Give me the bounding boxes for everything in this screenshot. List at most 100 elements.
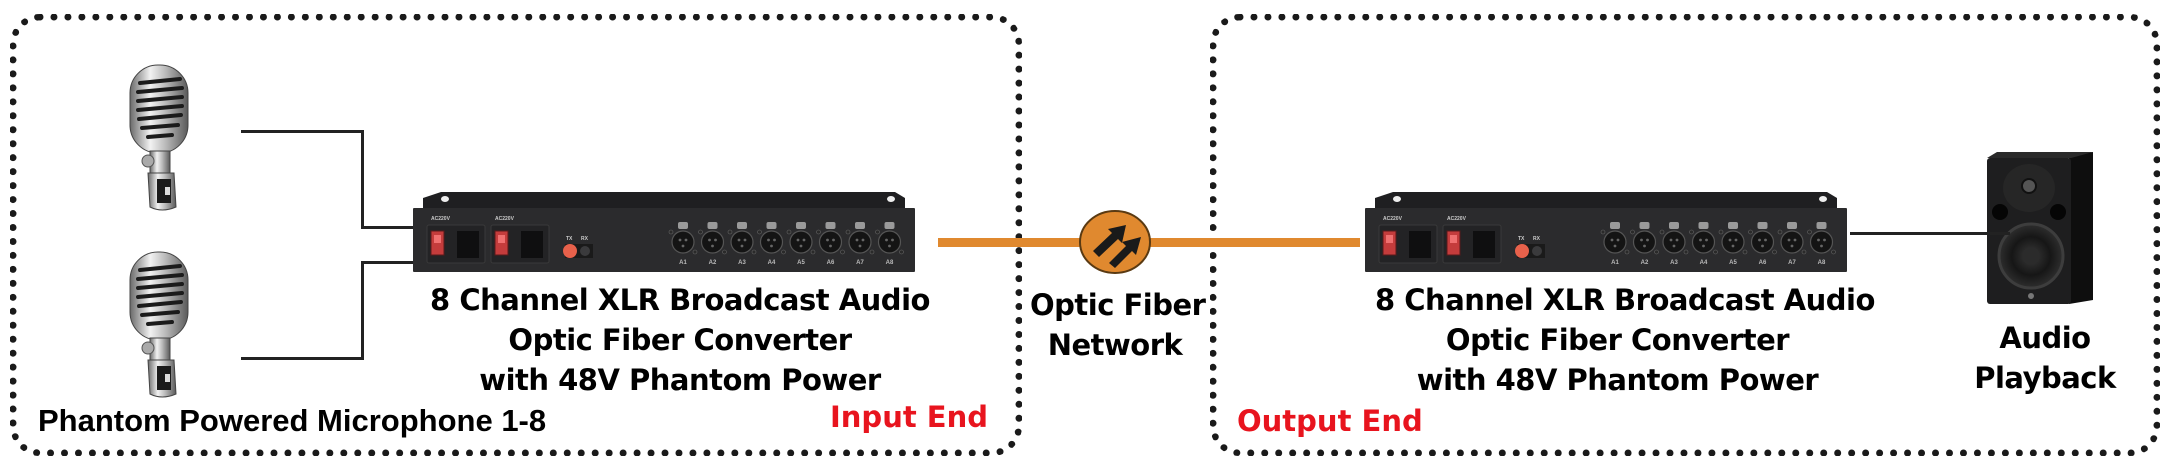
xlr-pin — [1817, 238, 1820, 242]
xlr-pin — [1616, 238, 1620, 242]
input-end-group — [10, 14, 1022, 456]
xlr-screw — [1831, 249, 1836, 255]
xlr-connector — [818, 230, 843, 254]
speaker-icon — [1987, 152, 2093, 304]
xlr-latch — [1757, 222, 1768, 229]
rx-label: RX — [1533, 236, 1541, 242]
xlr-pin — [1672, 244, 1676, 248]
channel-label: A4 — [768, 260, 776, 266]
device-top-plate — [1375, 192, 1837, 210]
xlr-screw — [1718, 229, 1724, 235]
input-device-label: 8 Channel XLR Broadcast Audio Optic Fibe… — [425, 280, 935, 400]
xlr-screw — [698, 229, 703, 235]
xlr-screw — [875, 229, 880, 235]
xlr-screw — [1689, 229, 1694, 235]
xlr-pin — [1705, 238, 1708, 242]
xlr-pin — [681, 244, 685, 248]
xlr-screw — [810, 249, 816, 255]
xlr-screw — [757, 229, 762, 235]
channel-label: A4 — [1700, 260, 1708, 266]
channel-label: A8 — [886, 260, 894, 266]
power-switch-rocker — [498, 235, 505, 243]
xlr-screw — [1801, 249, 1807, 255]
xlr-latch — [1698, 222, 1709, 229]
rx-fiber-port — [580, 246, 590, 256]
psu-label: AC220V — [1447, 216, 1467, 222]
xlr-pin — [861, 238, 865, 242]
xlr-screw — [1659, 229, 1665, 235]
xlr-connector — [759, 230, 784, 254]
xlr-pin — [891, 238, 894, 242]
xlr-latch — [1669, 222, 1679, 229]
xlr-connector — [1691, 230, 1716, 254]
xlr-pin — [708, 238, 711, 242]
output-device-label-line-3: with 48V Phantom Power — [1416, 363, 1819, 397]
xlr-pin — [855, 238, 859, 242]
xlr-screw — [751, 249, 757, 255]
xlr-pin — [826, 238, 829, 242]
microphone-caption: Phantom Powered Microphone 1-8 — [38, 403, 547, 438]
mount-hole — [441, 196, 449, 202]
channel-label: A1 — [1611, 260, 1619, 266]
tx-label: TX — [1518, 236, 1525, 242]
xlr-pin — [1702, 244, 1705, 248]
network-label-line-1: Optic Fiber — [1030, 288, 1206, 322]
psu-label: AC220V — [1383, 216, 1403, 222]
power-switch-rocker — [434, 235, 441, 243]
xlr-pin — [1793, 238, 1797, 242]
xlr-screw — [845, 229, 851, 235]
xlr-screw — [1807, 229, 1812, 235]
xlr-pin — [1728, 238, 1732, 242]
output-to-speaker-wire — [1850, 232, 2010, 235]
xlr-pin — [1761, 244, 1764, 248]
xlr-pin — [1669, 238, 1673, 242]
tx-fiber-port — [1515, 244, 1529, 258]
xlr-pin — [1640, 238, 1643, 242]
xlr-pin — [1731, 244, 1735, 248]
xlr-latch — [678, 222, 688, 229]
fiber-network-node — [1078, 209, 1152, 275]
xlr-screw — [722, 249, 727, 255]
xlr-latch — [825, 222, 836, 229]
fiber-link-output-side — [1148, 238, 1360, 247]
xlr-pin — [770, 244, 773, 248]
xlr-screw — [1713, 249, 1718, 255]
xlr-pin — [1790, 244, 1794, 248]
tx-label: TX — [566, 236, 573, 242]
iec-power-inlet — [1409, 231, 1431, 258]
output-end-group — [1210, 14, 2160, 456]
xlr-pin — [1613, 244, 1617, 248]
channel-label: A2 — [1641, 260, 1649, 266]
mic-2-wire-horizontal — [241, 357, 363, 360]
rx-fiber-port — [1532, 246, 1542, 256]
xlr-connector — [1721, 230, 1745, 254]
xlr-connector — [1662, 230, 1686, 254]
xlr-pin — [799, 244, 803, 248]
xlr-screw — [869, 249, 875, 255]
power-switch-rocker — [1450, 235, 1457, 243]
xlr-latch — [1728, 222, 1738, 229]
xlr-connector — [1780, 230, 1804, 254]
xlr-screw — [840, 249, 845, 255]
microphone-1 — [120, 55, 210, 215]
power-switch-rocker — [1386, 235, 1393, 243]
xlr-screw — [1772, 249, 1777, 255]
input-device-label-line-1: 8 Channel XLR Broadcast Audio — [430, 283, 930, 317]
xlr-latch — [1610, 222, 1620, 229]
xlr-pin — [773, 238, 776, 242]
xlr-latch — [737, 222, 747, 229]
output-device-label-line-1: 8 Channel XLR Broadcast Audio — [1375, 283, 1875, 317]
channel-label: A3 — [1670, 260, 1678, 266]
channel-label: A6 — [1759, 260, 1767, 266]
xlr-pin — [832, 238, 835, 242]
speaker-label-line-1: Audio — [1999, 321, 2091, 355]
xlr-pin — [711, 244, 714, 248]
tx-fiber-port — [563, 244, 577, 258]
speaker-label: Audio Playback — [1965, 318, 2125, 398]
xlr-pin — [796, 238, 800, 242]
xlr-screw — [1748, 229, 1753, 235]
